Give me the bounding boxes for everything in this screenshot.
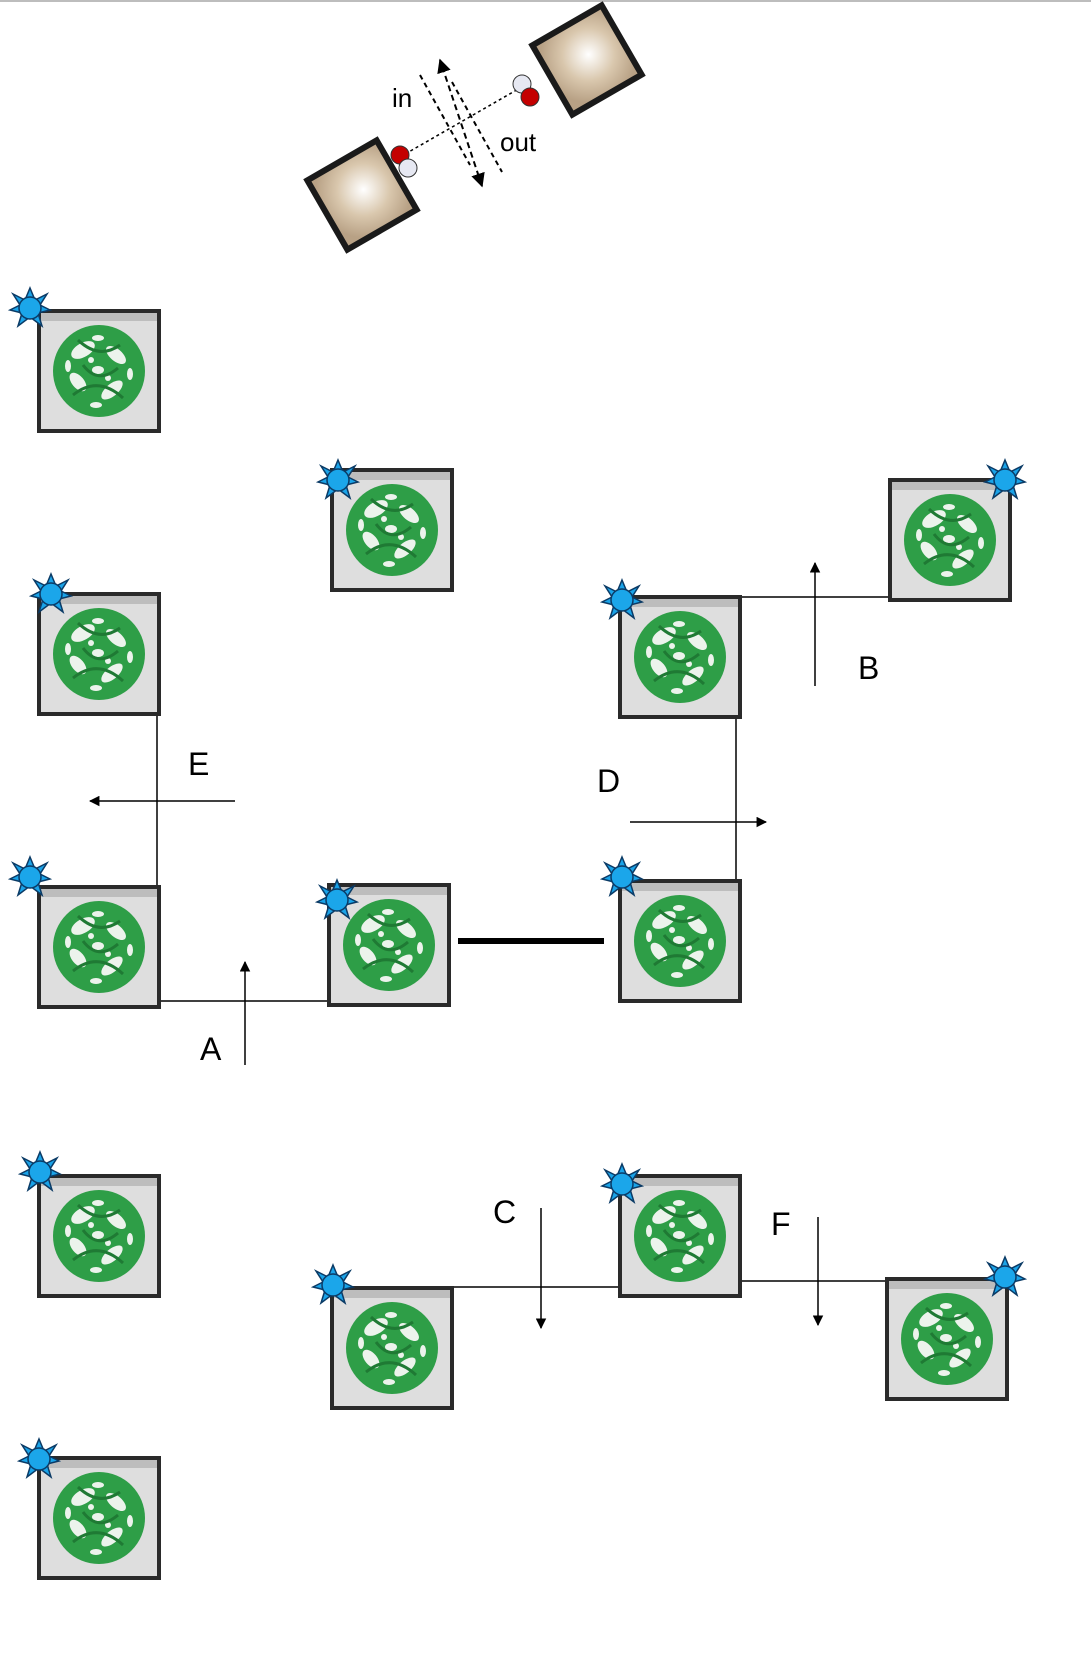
label-b: B [858,650,879,686]
green-circular-tile-icon [330,468,454,592]
green-circular-tile-icon [37,885,161,1009]
tile-column1-row4 [19,1151,161,1298]
tile-column1-row5 [18,1438,161,1580]
in-dotted-line [419,74,471,166]
tile-column1-row2 [30,573,161,716]
green-circular-tile-icon [618,1174,742,1298]
green-circular-tile-icon [888,478,1012,602]
green-circular-tile-icon [37,1456,161,1580]
tile-column3-row3 [601,1163,742,1298]
tile-column2-row2 [316,879,451,1007]
tile-column4-row2 [885,1256,1026,1401]
port-white-lower [398,158,418,178]
tile-column1-row1 [9,287,161,433]
section-labels: A B C D E F [188,650,879,1242]
in-label: in [392,83,412,113]
green-circular-tile-icon [885,1277,1009,1401]
port-red-upper [520,87,540,107]
connector-lines [156,596,895,1288]
label-c: C [493,1194,516,1230]
label-e: E [188,746,209,782]
green-circular-tile-icon [37,309,161,433]
in-out-double-arrow [437,58,485,188]
tile-column3-row1 [601,579,742,719]
out-dotted-line [451,81,503,173]
green-circular-tile-icon [330,1286,454,1410]
green-circular-tile-icon [618,595,742,719]
out-label: out [500,127,537,157]
tiles [9,287,1026,1580]
green-circular-tile-icon [618,879,742,1003]
label-a: A [200,1031,222,1067]
tile-column4-row1 [888,459,1026,602]
block-lower-left [303,136,421,254]
green-circular-tile-icon [37,1174,161,1298]
tile-column2-row3 [312,1264,454,1410]
block-upper-right [528,1,646,119]
label-f: F [771,1206,791,1242]
label-d: D [597,763,620,799]
tile-column2-row1 [317,459,454,592]
direction-arrows [88,561,824,1330]
green-circular-tile-icon [37,592,161,716]
tile-column3-row2 [601,856,742,1003]
legend: in out [303,1,646,254]
tile-column1-row3 [9,856,161,1009]
